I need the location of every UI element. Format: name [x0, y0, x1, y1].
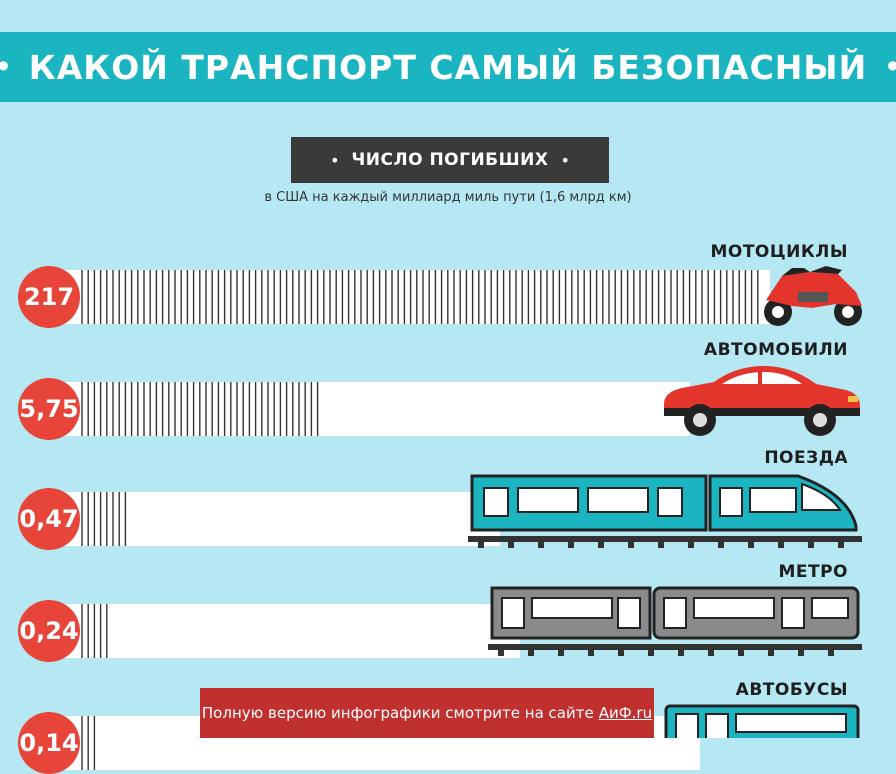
- train-icon: [468, 474, 862, 548]
- category-label: АВТОБУСЫ: [735, 680, 848, 700]
- bar-track: [48, 604, 520, 658]
- bar-value-ticks: [81, 604, 108, 658]
- motorcycle-icon: [764, 266, 862, 326]
- chart-note: в США на каждый миллиард миль пути (1,6 …: [264, 190, 632, 205]
- subtitle-dot-left: •: [330, 150, 340, 170]
- category-label: МЕТРО: [778, 562, 848, 582]
- value-label: 0,14: [18, 712, 80, 774]
- bar-value-ticks: [81, 382, 319, 436]
- subtitle-dot-right: •: [560, 150, 570, 170]
- category-label: МОТОЦИКЛЫ: [710, 242, 848, 262]
- value-label: 5,75: [18, 378, 80, 440]
- bar-value-ticks: [81, 492, 127, 546]
- title-band: • КАКОЙ ТРАНСПОРТ САМЫЙ БЕЗОПАСНЫЙ •: [0, 32, 896, 102]
- car-icon: [664, 366, 860, 436]
- category-label: ПОЕЗДА: [764, 448, 848, 468]
- title-bullet-right: •: [883, 48, 896, 86]
- bar-track: [48, 382, 690, 436]
- subtitle-box: • ЧИСЛО ПОГИБШИХ •: [291, 137, 609, 183]
- banner-site-link[interactable]: АиФ.ru: [598, 704, 653, 722]
- value-label: 0,47: [18, 488, 80, 550]
- metro-icon: [488, 586, 862, 656]
- site-banner[interactable]: Полную версию инфографики смотрите на са…: [200, 688, 654, 738]
- top-strip: [0, 0, 896, 30]
- bar-value-ticks: [81, 716, 96, 770]
- bus-icon: [664, 704, 860, 738]
- chart-subtitle: ЧИСЛО ПОГИБШИХ: [351, 150, 549, 170]
- bar-track: [48, 492, 500, 546]
- category-label: АВТОМОБИЛИ: [703, 340, 848, 360]
- bar-value-ticks: [81, 270, 759, 324]
- banner-text: Полную версию инфографики смотрите на са…: [201, 704, 594, 722]
- value-label: 217: [18, 266, 80, 328]
- title-bullet-left: •: [0, 48, 13, 86]
- page-title: КАКОЙ ТРАНСПОРТ САМЫЙ БЕЗОПАСНЫЙ: [28, 47, 868, 87]
- value-label: 0,24: [18, 600, 80, 662]
